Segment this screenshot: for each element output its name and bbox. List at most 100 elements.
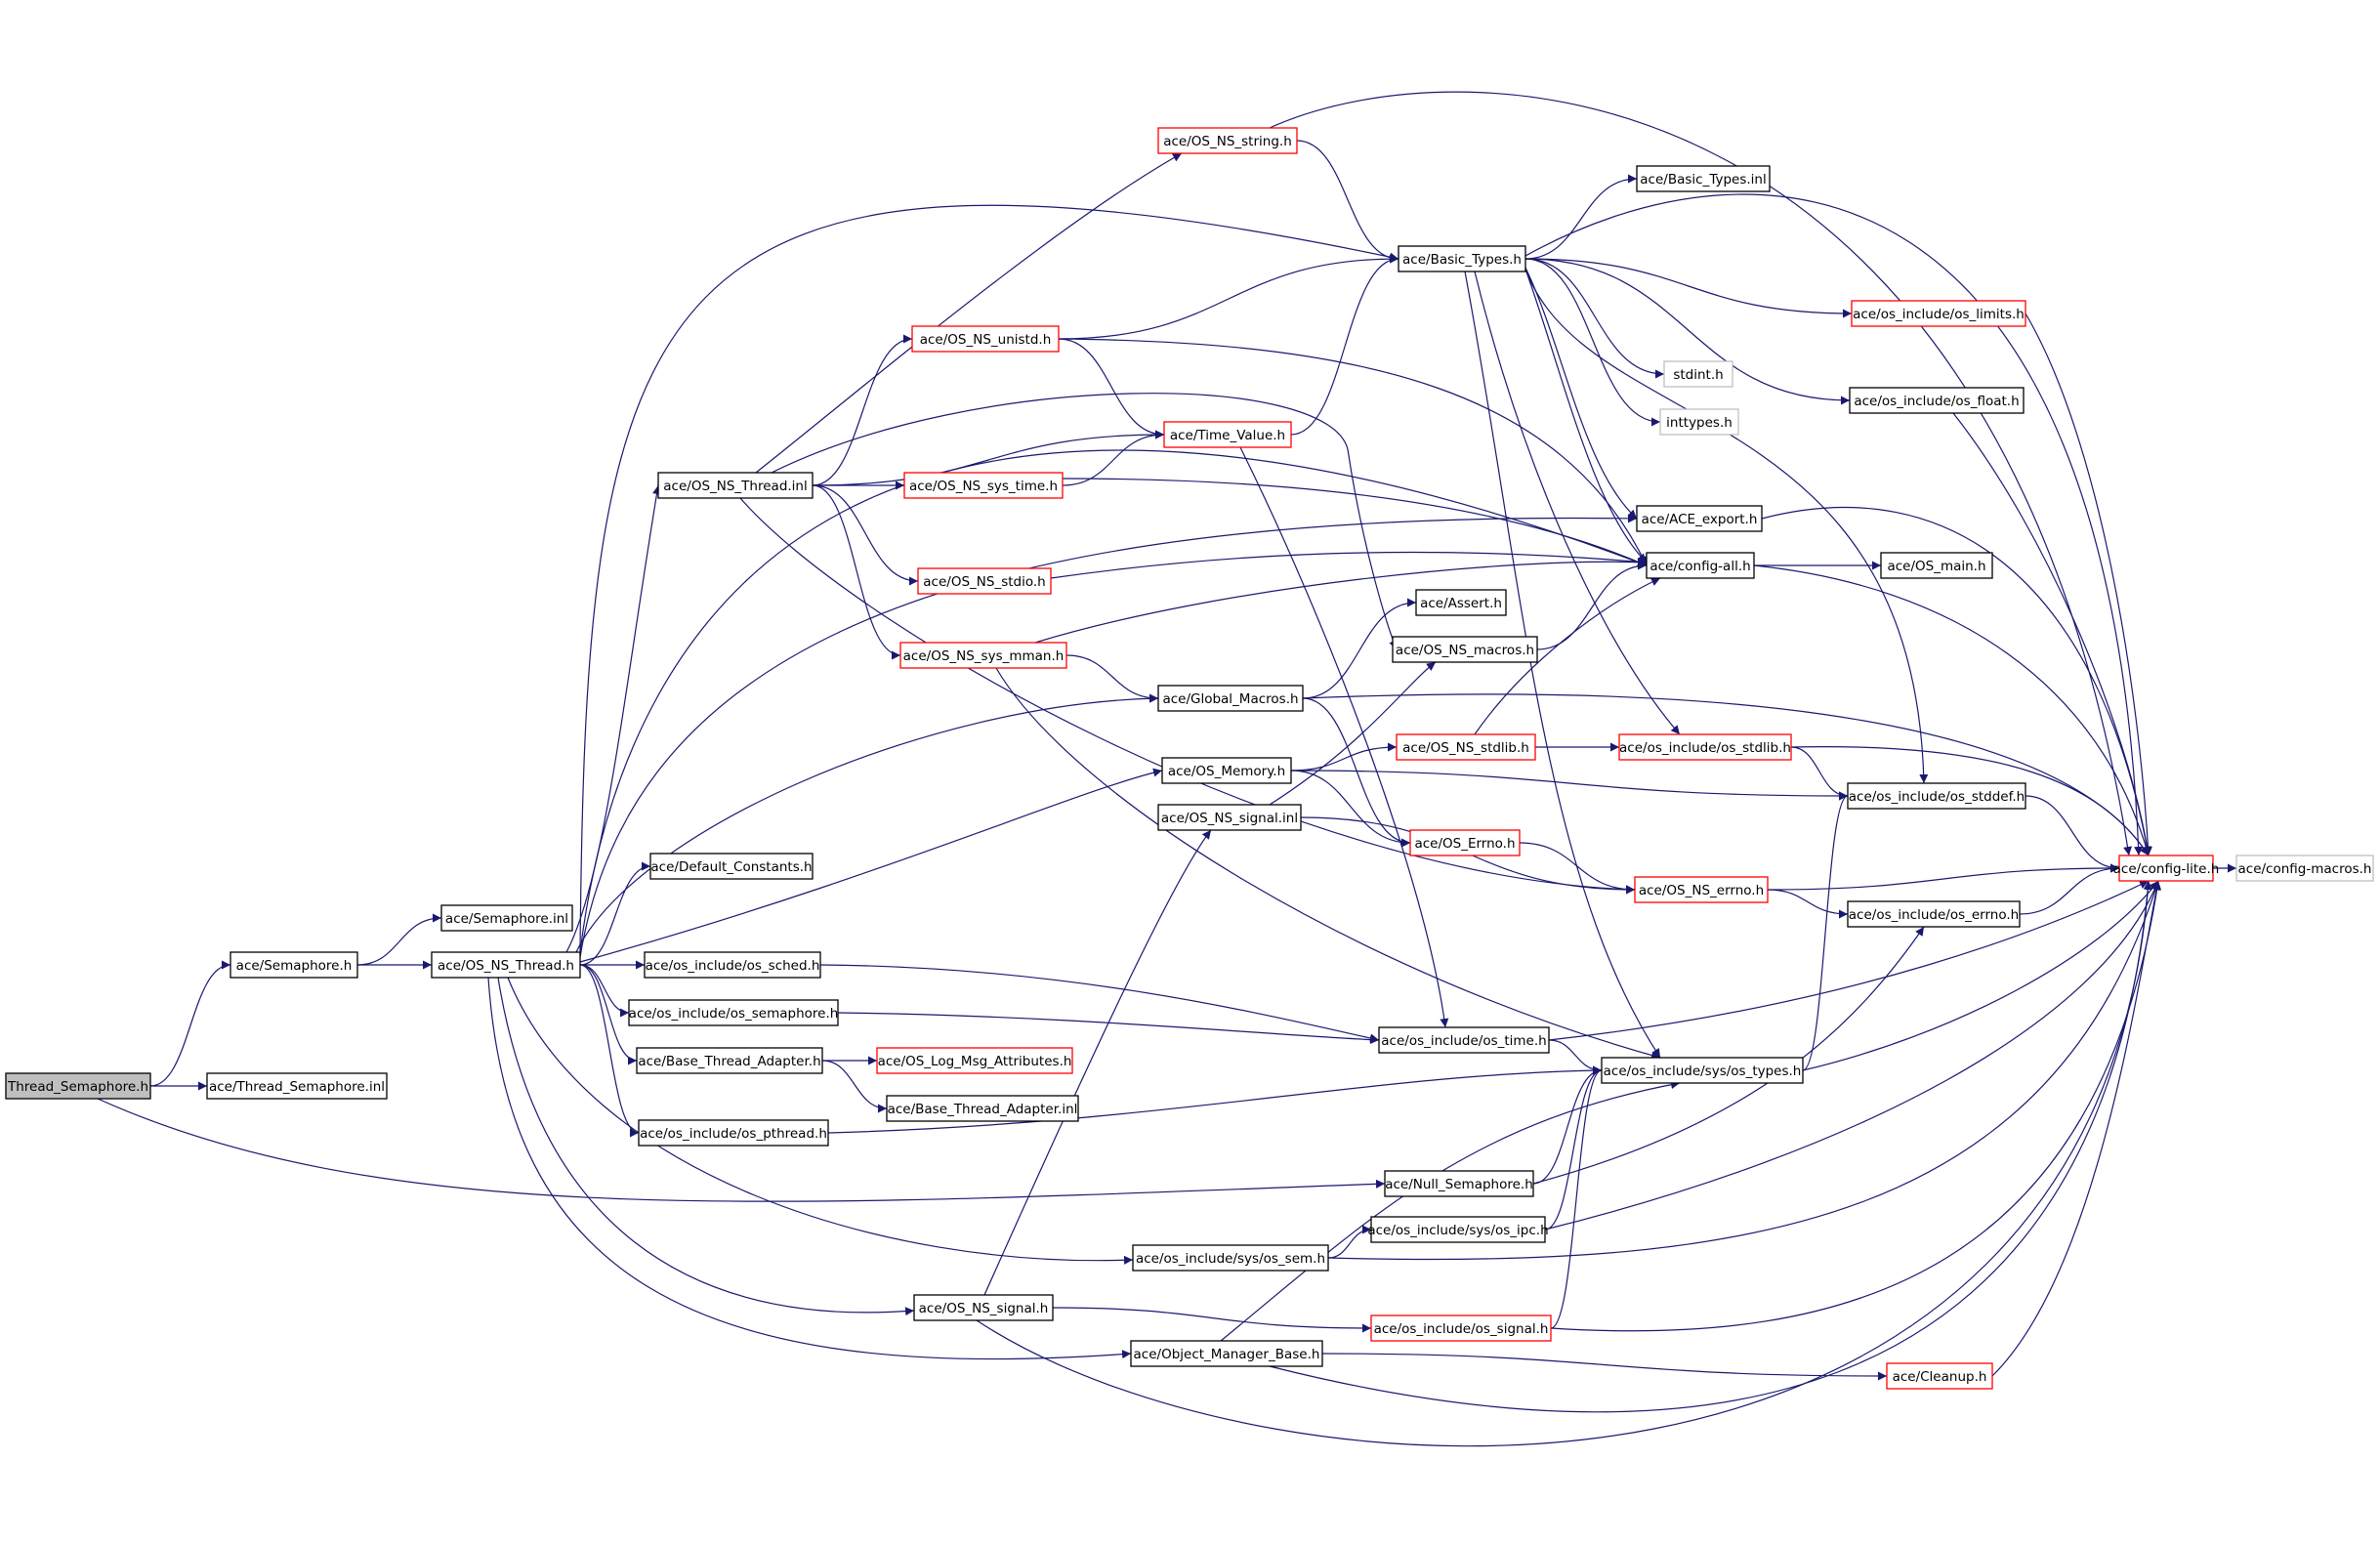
edge-os_include_limits-to-config_lite: [2025, 313, 2152, 856]
node-os-ns-thread[interactable]: ace/OS_NS_Thread.h: [431, 951, 581, 979]
edge-sys_os_sem-to-sys_os_ipc: [1327, 1225, 1372, 1259]
node-basic-types-inl[interactable]: ace/Basic_Types.inl: [1636, 165, 1771, 192]
node-os-ns-stdlib[interactable]: ace/OS_NS_stdlib.h: [1396, 733, 1536, 761]
node-box: [2118, 855, 2214, 882]
node-stdint[interactable]: stdint.h: [1663, 360, 1733, 388]
nodes-layer: Thread_Semaphore.h ace/Thread_Semaphore.i…: [5, 127, 2374, 1390]
node-os-main[interactable]: ace/OS_main.h: [1880, 552, 1993, 579]
node-box: [913, 1294, 1054, 1321]
node-label: ace/OS_NS_signal.inl: [1161, 811, 1298, 826]
node-os-include-limits[interactable]: ace/os_include/os_limits.h: [1851, 300, 2026, 327]
node-basic-types[interactable]: ace/Basic_Types.h: [1398, 245, 1526, 272]
node-os-include-stddef[interactable]: ace/os_include/os_stddef.h: [1847, 782, 2026, 810]
node-box: [1886, 1362, 1993, 1390]
edge-os_ns_thread-to-base_thread_adapter: [579, 964, 638, 1065]
node-config-all[interactable]: ace/config-all.h: [1646, 552, 1755, 579]
node-os-pthread[interactable]: ace/os_include/os_pthread.h: [638, 1119, 829, 1147]
node-thread-sem[interactable]: Thread_Semaphore.h: [5, 1072, 151, 1100]
node-semaphore[interactable]: ace/Semaphore.h: [230, 951, 358, 979]
edge-os_ns_thread-to-os_semaphore: [579, 964, 630, 1018]
node-os-ns-sys-mman[interactable]: ace/OS_NS_sys_mman.h: [899, 642, 1067, 669]
node-os-ns-signal[interactable]: ace/OS_NS_signal.h: [913, 1294, 1054, 1321]
node-os-time[interactable]: ace/os_include/os_time.h: [1378, 1026, 1550, 1054]
node-os-memory[interactable]: ace/OS_Memory.h: [1161, 757, 1292, 784]
node-global-macros[interactable]: ace/Global_Macros.h: [1157, 685, 1304, 712]
node-os-ns-stdio[interactable]: ace/OS_NS_stdio.h: [917, 567, 1052, 595]
edge-basic_types-to-basic_types_inl: [1524, 174, 1638, 260]
edge-os_ns_sys_time-to-config_all: [1062, 478, 1648, 566]
node-null-semaphore[interactable]: ace/Null_Semaphore.h: [1384, 1170, 1534, 1197]
edge-os_ns_thread-to-os_ns_thread_inl: [565, 484, 661, 953]
node-inttypes[interactable]: inttypes.h: [1659, 408, 1739, 436]
node-os-sched[interactable]: ace/os_include/os_sched.h: [644, 951, 821, 979]
node-label: ace/config-all.h: [1649, 559, 1750, 574]
edge-global_macros-to-assert: [1302, 598, 1417, 699]
edge-basic_types-to-os_include_stdlib: [1474, 271, 1681, 735]
node-os-errno-h[interactable]: ace/OS_Errno.h: [1409, 829, 1521, 856]
node-semaphore-inl[interactable]: ace/Semaphore.inl: [440, 904, 573, 932]
node-label: ace/OS_NS_errno.h: [1639, 883, 1764, 898]
node-os-ns-string[interactable]: ace/OS_NS_string.h: [1157, 127, 1298, 154]
node-label: ace/os_include/sys/os_types.h: [1604, 1064, 1802, 1079]
edge-os_include_signal-to-config_lite: [1550, 880, 2162, 1332]
node-sys-os-ipc[interactable]: ace/os_include/sys/os_ipc.h: [1367, 1216, 1549, 1243]
edge-os_include_stdlib-to-config_lite: [1790, 745, 2150, 856]
node-os-ns-sys-time[interactable]: ace/OS_NS_sys_time.h: [903, 472, 1064, 499]
node-label: ace/Basic_Types.inl: [1640, 172, 1766, 188]
node-os-include-signal[interactable]: ace/os_include/os_signal.h: [1370, 1314, 1552, 1342]
edge-os_ns_thread-to-os_pthread: [579, 964, 640, 1138]
node-label: inttypes.h: [1666, 415, 1733, 431]
node-ace-export[interactable]: ace/ACE_export.h: [1636, 505, 1763, 532]
edge-os_memory-to-os_errno_h: [1290, 770, 1411, 848]
node-label: ace/os_include/sys/os_sem.h: [1136, 1251, 1325, 1267]
node-box: [1847, 782, 2026, 810]
node-config-lite[interactable]: ace/config-lite.h: [2113, 855, 2220, 882]
node-os-ns-signal-inl[interactable]: ace/OS_NS_signal.inl: [1157, 804, 1302, 831]
node-os-include-stdlib[interactable]: ace/os_include/os_stdlib.h: [1618, 733, 1792, 761]
node-label: ace/Default_Constants.h: [650, 859, 812, 875]
node-os-ns-macros[interactable]: ace/OS_NS_macros.h: [1392, 636, 1538, 663]
node-os-ns-unistd[interactable]: ace/OS_NS_unistd.h: [911, 325, 1060, 353]
node-config-macros[interactable]: ace/config-macros.h: [2235, 855, 2374, 882]
node-label: ace/os_include/os_signal.h: [1374, 1321, 1549, 1337]
edge-basic_types-to-sys_os_types: [1464, 271, 1661, 1059]
edge-thread_sem-to-null_semaphore: [97, 1098, 1386, 1202]
node-cleanup[interactable]: ace/Cleanup.h: [1886, 1362, 1993, 1390]
edge-os_errno_h-to-os_ns_errno: [1519, 842, 1636, 895]
edge-os_include_errno-to-config_lite: [2019, 863, 2120, 915]
node-label: ace/Cleanup.h: [1893, 1369, 1987, 1385]
node-time-value[interactable]: ace/Time_Value.h: [1163, 421, 1292, 448]
edge-basic_types-to-config_lite: [1524, 193, 2144, 856]
node-box: [644, 951, 821, 979]
edge-os_ns_unistd-to-basic_types: [1058, 254, 1399, 340]
node-os-semaphore[interactable]: ace/os_include/os_semaphore.h: [628, 999, 839, 1026]
node-os-include-errno[interactable]: ace/os_include/os_errno.h: [1847, 900, 2021, 928]
node-object-manager-base[interactable]: ace/Object_Manager_Base.h: [1130, 1340, 1323, 1367]
node-os-include-float[interactable]: ace/os_include/os_float.h: [1849, 387, 2025, 414]
node-assert[interactable]: ace/Assert.h: [1415, 589, 1507, 616]
edge-time_value-to-basic_types: [1290, 254, 1399, 436]
node-base-thread-adapter-inl[interactable]: ace/Base_Thread_Adapter.inl: [886, 1095, 1079, 1122]
node-sys-os-sem[interactable]: ace/os_include/sys/os_sem.h: [1132, 1244, 1329, 1272]
node-sys-os-types[interactable]: ace/os_include/sys/os_types.h: [1601, 1057, 1804, 1084]
node-box: [1415, 589, 1507, 616]
node-label: ace/OS_NS_signal.h: [919, 1301, 1049, 1316]
node-os-ns-errno[interactable]: ace/OS_NS_errno.h: [1634, 876, 1769, 903]
edge-ace_export-to-config_lite: [1761, 506, 2151, 856]
edge-os_ns_string-to-basic_types: [1296, 140, 1399, 264]
node-default-constants[interactable]: ace/Default_Constants.h: [649, 853, 814, 880]
node-label: ace/Assert.h: [1420, 596, 1502, 611]
node-box: [649, 853, 814, 880]
node-thread-sem-inl[interactable]: ace/Thread_Semaphore.inl: [206, 1072, 388, 1100]
node-label: ace/os_include/os_semaphore.h: [629, 1006, 839, 1022]
node-base-thread-adapter[interactable]: ace/Base_Thread_Adapter.h: [636, 1047, 823, 1074]
node-os-ns-thread-inl[interactable]: ace/OS_NS_Thread.inl: [657, 472, 814, 499]
node-label: Thread_Semaphore.h: [7, 1079, 148, 1095]
node-label: ace/os_include/os_pthread.h: [640, 1126, 827, 1142]
node-box: [657, 472, 814, 499]
node-box: [911, 325, 1060, 353]
node-box: [1880, 552, 1993, 579]
edge-cleanup-to-config_lite: [1991, 880, 2161, 1377]
node-os-log-msg-attr[interactable]: ace/OS_Log_Msg_Attributes.h: [876, 1047, 1073, 1074]
node-box: [1163, 421, 1292, 448]
